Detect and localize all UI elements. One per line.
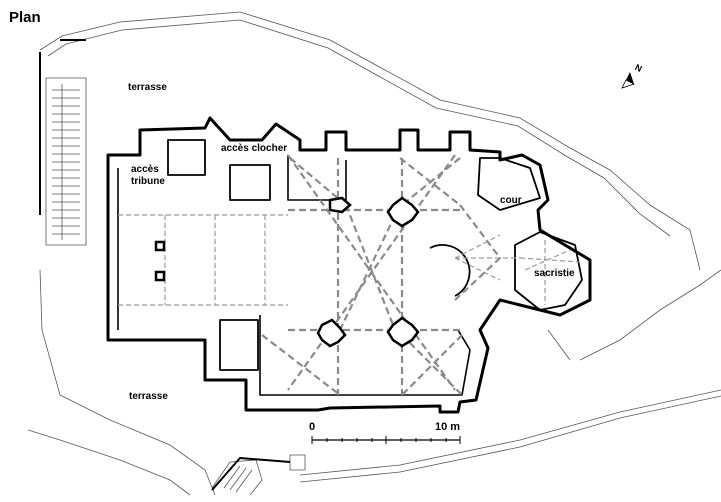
label-cour: cour (500, 195, 522, 206)
staircase-bottom (211, 457, 291, 496)
scale-bar (311, 436, 461, 444)
plan-title: Plan (9, 9, 41, 26)
piers (154, 196, 420, 348)
north-arrow (621, 72, 636, 89)
scale-start-label: 0 (309, 421, 316, 433)
vault-ribs (118, 154, 581, 396)
label-acces-clocher: accès clocher (221, 143, 288, 154)
label-acces-tribune-1: accès (131, 164, 159, 175)
terrain-lines (27, 11, 721, 496)
staircase-left (39, 39, 87, 246)
label-sacristie: sacristie (534, 268, 575, 279)
church-walls (106, 116, 592, 414)
scale-end-label: 10 m (435, 421, 461, 433)
label-terrasse-top: terrasse (128, 82, 167, 93)
label-acces-tribune-2: tribune (131, 176, 165, 187)
label-terrasse-bottom: terrasse (129, 391, 168, 402)
